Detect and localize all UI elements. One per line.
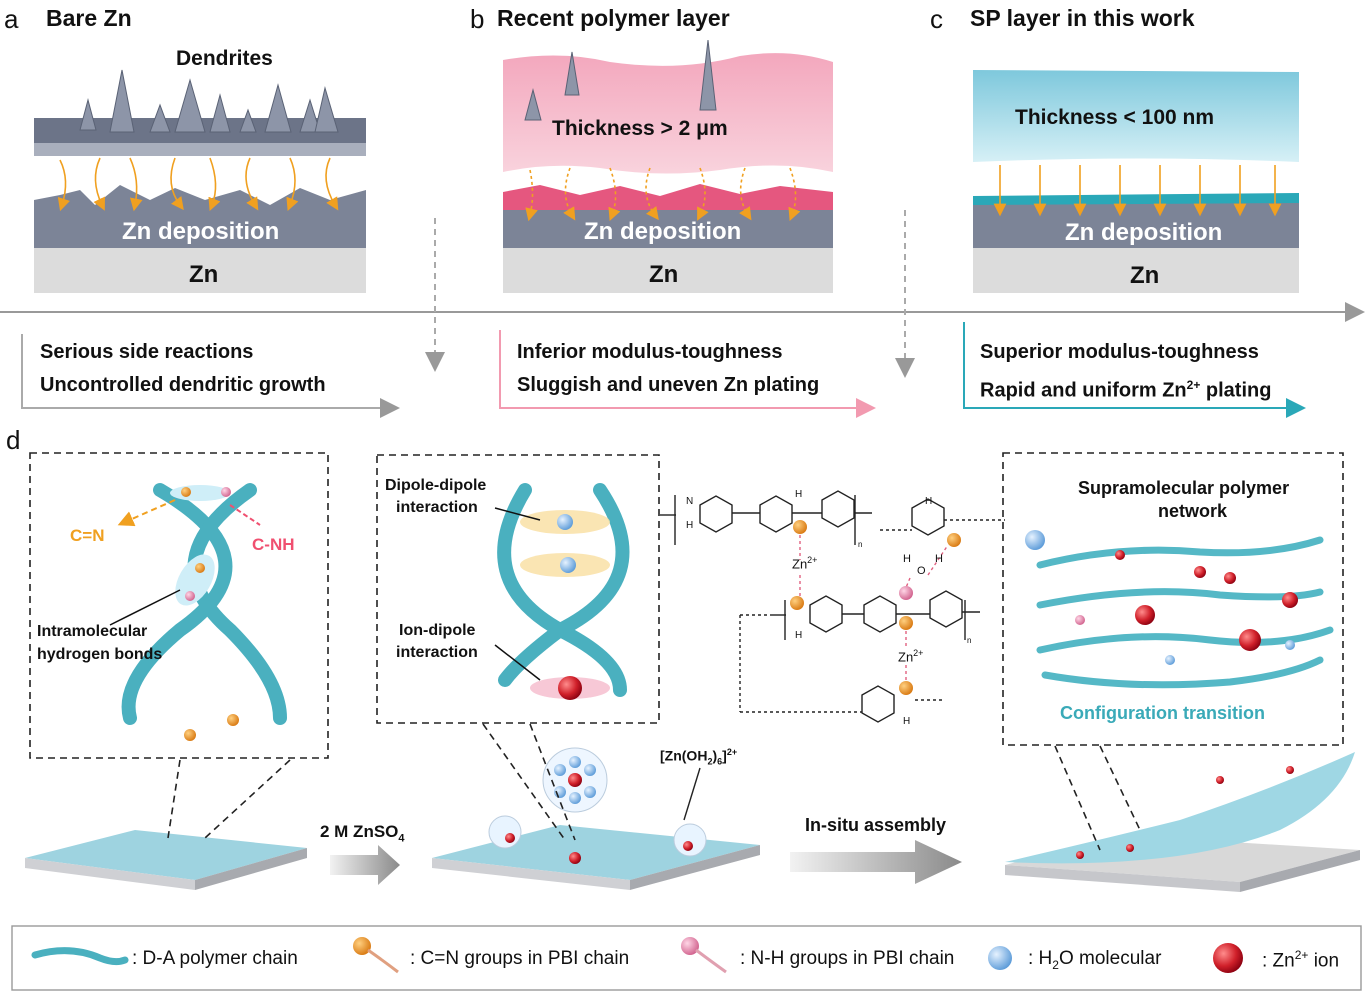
panel-c-title: SP layer in this work: [970, 5, 1195, 31]
panel-c-summary: Superior modulus-toughness Rapid and uni…: [980, 336, 1271, 408]
zn-complex-label: [Zn(OH2)6]2+: [660, 747, 738, 767]
panel-b-thickness: Thickness > 2 μm: [552, 117, 728, 140]
panel-a-title: Bare Zn: [46, 5, 132, 31]
chem-sub-n-2: n: [967, 636, 972, 645]
chem-h-3: H: [686, 520, 694, 531]
legend-water: : H2O molecular: [1028, 948, 1162, 972]
chem-n-1: N: [686, 496, 694, 507]
legend-cn-group: : C=N groups in PBI chain: [410, 948, 630, 969]
plate-2: [432, 747, 760, 890]
chem-h-2: H: [935, 553, 943, 565]
configuration-transition-label: Configuration transition: [1060, 703, 1265, 723]
chem-sub-n-1: n: [858, 540, 863, 549]
legend-nh-group: : N-H groups in PBI chain: [740, 948, 955, 969]
panel-c-zn-base: Zn: [1130, 262, 1160, 289]
chem-highlight-atoms: [790, 520, 961, 695]
chem-h-5: H: [925, 496, 933, 507]
panel-a-deposition: Zn deposition: [122, 218, 280, 245]
process-arrow-1: [330, 845, 400, 885]
network-title-2: network: [1158, 501, 1228, 521]
helix-inset-2-groups: [494, 507, 610, 700]
process-arrow-2: [790, 840, 962, 884]
znso4-label: 2 M ZnSO4: [320, 822, 405, 845]
chem-o: O: [917, 565, 926, 577]
dipole-label-2: interaction: [396, 499, 478, 516]
chem-h-1: H: [903, 553, 911, 565]
legend-polymer-chain: : D-A polymer chain: [132, 948, 298, 969]
legend-box: [11, 925, 1362, 991]
panel-a-summary-2: Uncontrolled dendritic growth: [40, 374, 326, 396]
ion-dipole-label-2: interaction: [396, 644, 478, 661]
cnh-label: C-NH: [252, 535, 295, 554]
panel-c-illustration: [973, 70, 1299, 293]
panel-a-summary-1: Serious side reactions: [40, 341, 254, 363]
plate-1: [25, 830, 307, 890]
helix-inset-1: [121, 483, 287, 725]
hbond-label-2: hydrogen bonds: [37, 646, 163, 663]
pbi-chemical-structure: [660, 490, 1005, 723]
chem-zn-2: Zn2+: [898, 648, 924, 665]
helix-inset-1-groups: [109, 485, 261, 741]
panel-c-summary-2: Rapid and uniform Zn2+ plating: [980, 378, 1272, 402]
panel-b-title: Recent polymer layer: [497, 5, 730, 31]
panel-b-summary-1: Inferior modulus-toughness: [517, 341, 783, 363]
network-title-1: Supramolecular polymer: [1078, 478, 1290, 498]
legend-icons: [31, 937, 1243, 974]
panel-c-summary-1: Superior modulus-toughness: [980, 341, 1259, 363]
network-ions: [1025, 530, 1298, 665]
legend-zn-ion: : Zn2+ ion: [1262, 948, 1340, 972]
supramolecular-network: [1036, 536, 1334, 689]
chem-zn-1: Zn2+: [792, 555, 818, 572]
panel-c-letter: c: [930, 4, 943, 34]
panel-b-letter: b: [470, 4, 485, 34]
panel-b-zn-base: Zn: [649, 261, 679, 288]
dendrites-label: Dendrites: [176, 47, 273, 70]
panel-a-letter: a: [4, 4, 19, 34]
hbond-label-1: Intramolecular: [37, 623, 148, 640]
panel-b-illustration: [503, 39, 833, 293]
panel-c-thickness: Thickness < 100 nm: [1015, 106, 1215, 129]
panel-d-letter: d: [6, 425, 21, 455]
panel-b-deposition: Zn deposition: [584, 218, 742, 245]
panel-b-summary-2: Sluggish and uneven Zn plating: [517, 374, 820, 396]
panel-c-deposition: Zn deposition: [1065, 219, 1223, 246]
panel-a-illustration: [34, 69, 366, 293]
panel-a-zn-base: Zn: [189, 261, 219, 288]
dipole-label-1: Dipole-dipole: [385, 477, 487, 494]
chem-h-4: H: [795, 489, 803, 500]
helix-inset-2: [497, 483, 630, 697]
chem-h-6: H: [795, 630, 803, 641]
ion-dipole-label-1: Ion-dipole: [399, 622, 476, 639]
cn-label: C=N: [70, 526, 105, 545]
plate-3: [1005, 752, 1360, 892]
panel-a-summary: Serious side reactions Uncontrolled dend…: [40, 336, 326, 402]
chem-h-7: H: [903, 716, 911, 727]
panel-b-summary: Inferior modulus-toughness Sluggish and …: [517, 336, 819, 402]
in-situ-assembly-label: In-situ assembly: [805, 815, 947, 835]
